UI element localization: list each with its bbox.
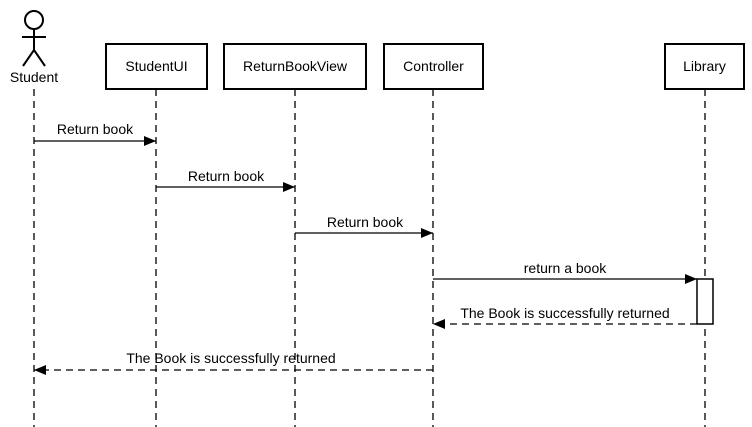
participant-library: Library bbox=[664, 43, 745, 90]
participant-studentui: StudentUI bbox=[105, 43, 208, 90]
message-label: Return book bbox=[188, 168, 265, 184]
message-3: Return book bbox=[295, 214, 433, 238]
participant-label: Controller bbox=[403, 58, 464, 74]
message-5: The Book is successfully returned bbox=[433, 305, 697, 329]
message-4: return a book bbox=[433, 260, 697, 284]
participant-label: ReturnBookView bbox=[243, 58, 348, 74]
message-label: return a book bbox=[524, 260, 607, 276]
message-label: The Book is successfully returned bbox=[460, 305, 669, 321]
message-6: The Book is successfully returned bbox=[34, 350, 433, 375]
participant-label: StudentUI bbox=[125, 58, 187, 74]
message-label: The Book is successfully returned bbox=[126, 350, 335, 366]
actor-student: Student bbox=[10, 10, 58, 85]
message-label: Return book bbox=[57, 121, 134, 137]
participant-returnbookview: ReturnBookView bbox=[223, 43, 367, 90]
participant-label: Library bbox=[683, 58, 726, 74]
activation-bar-library bbox=[696, 278, 714, 325]
message-label: Return book bbox=[327, 214, 404, 230]
actor-label: Student bbox=[10, 69, 58, 85]
actor-head-icon bbox=[24, 10, 44, 30]
message-1: Return book bbox=[34, 121, 156, 146]
message-2: Return book bbox=[156, 168, 295, 192]
participant-controller: Controller bbox=[383, 43, 484, 90]
